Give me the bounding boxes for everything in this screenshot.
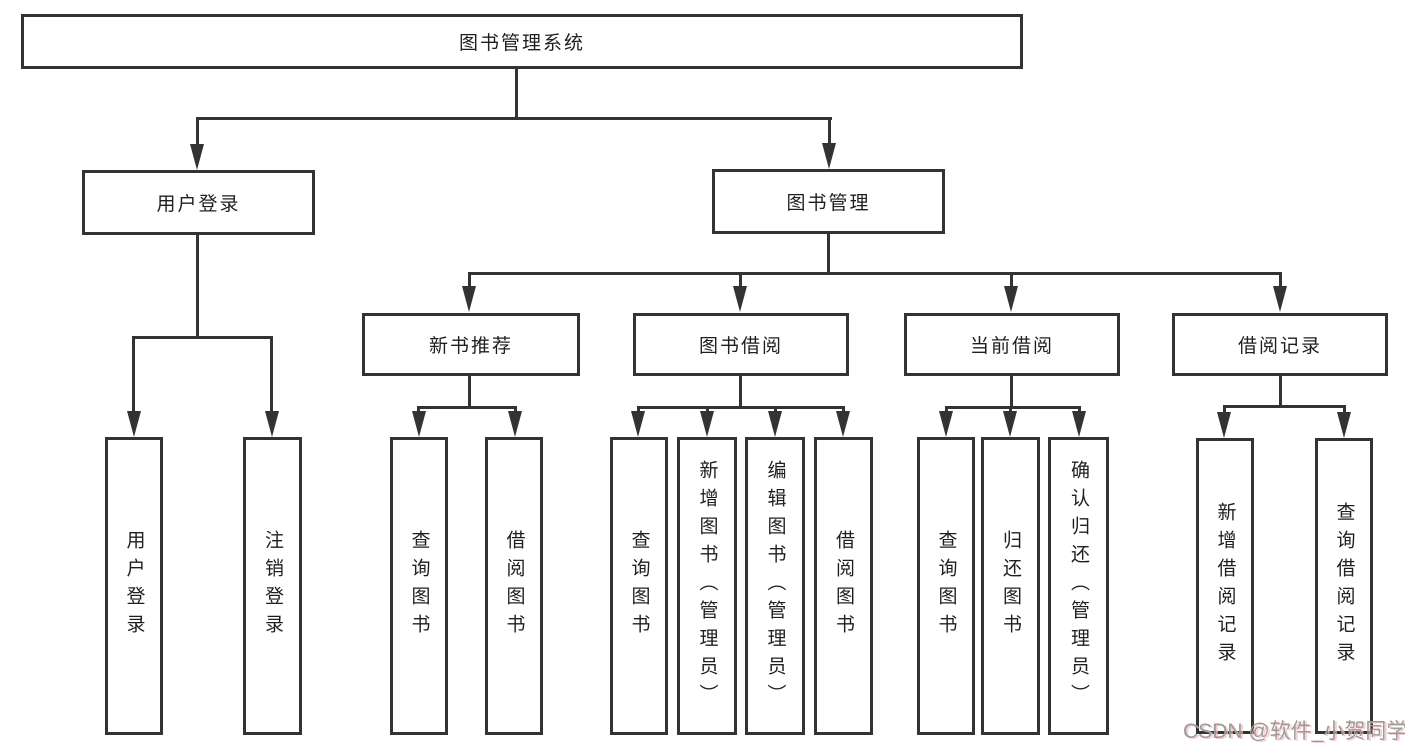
arrowhead-icon <box>462 286 476 312</box>
arrowhead-icon <box>412 411 426 437</box>
leaf-label: 用户登录 <box>123 530 145 642</box>
node-label: 图书借阅 <box>698 336 783 357</box>
node-new-book-recommendation: 新书推荐 <box>362 313 580 376</box>
leaf-label: 查询图书 <box>628 530 650 642</box>
leaf-confirm-return-admin: 确认归还（管理员） <box>1048 437 1109 735</box>
arrowhead-icon <box>1003 411 1017 437</box>
connector-line <box>468 272 471 288</box>
connector-line <box>417 406 517 409</box>
node-borrowing-records: 借阅记录 <box>1172 313 1388 376</box>
arrowhead-icon <box>822 143 836 169</box>
node-label: 新书推荐 <box>428 336 513 357</box>
leaf-label: 确认归还（管理员） <box>1068 460 1089 712</box>
leaf-query-books-recommend: 查询图书 <box>390 437 448 735</box>
node-label: 借阅记录 <box>1237 336 1322 357</box>
connector-line <box>196 117 199 147</box>
leaf-label: 借阅图书 <box>503 530 525 642</box>
leaf-label: 借阅图书 <box>833 530 854 642</box>
arrowhead-icon <box>127 411 141 437</box>
leaf-label: 归还图书 <box>1000 530 1021 642</box>
arrowhead-icon <box>265 411 279 437</box>
connector-line <box>945 406 1081 409</box>
leaf-query-books-current: 查询图书 <box>917 437 975 735</box>
leaf-logout: 注销登录 <box>243 437 302 735</box>
watermark: CSDN @软件_小贺同学 <box>1183 720 1405 743</box>
leaf-borrow-books-recommend: 借阅图书 <box>485 437 543 735</box>
connector-line <box>270 336 273 416</box>
connector-line <box>1010 376 1013 409</box>
connector-line <box>828 117 831 147</box>
arrowhead-icon <box>631 411 645 437</box>
leaf-label: 查询图书 <box>408 530 430 642</box>
connector-line <box>132 336 135 416</box>
arrowhead-icon <box>1004 286 1018 312</box>
arrowhead-icon <box>733 286 747 312</box>
node-book-borrowing: 图书借阅 <box>633 313 849 376</box>
connector-line <box>739 376 742 409</box>
connector-line <box>1223 405 1346 408</box>
arrowhead-icon <box>1072 411 1086 437</box>
node-label: 当前借阅 <box>969 336 1054 357</box>
connector-line <box>827 234 830 275</box>
leaf-add-book-admin: 新增图书（管理员） <box>677 437 737 735</box>
connector-line <box>468 376 471 409</box>
connector-line <box>1223 405 1226 416</box>
leaf-label: 查询图书 <box>935 530 957 642</box>
node-label: 用户登录 <box>156 194 241 215</box>
node-book-management: 图书管理 <box>712 169 945 234</box>
leaf-label: 查询借阅记录 <box>1333 502 1355 670</box>
leaf-return-books: 归还图书 <box>981 437 1040 735</box>
connector-line <box>468 272 1282 275</box>
arrowhead-icon <box>1337 412 1351 438</box>
connector-line <box>1279 376 1282 408</box>
leaf-query-books-borrow: 查询图书 <box>610 437 668 735</box>
arrowhead-icon <box>1217 412 1231 438</box>
leaf-add-borrow-record: 新增借阅记录 <box>1196 438 1254 734</box>
arrowhead-icon <box>836 411 850 437</box>
node-library-management-system: 图书管理系统 <box>21 14 1023 69</box>
arrowhead-icon <box>1273 286 1287 312</box>
leaf-label: 编辑图书（管理员） <box>764 460 786 712</box>
connector-line <box>196 235 199 339</box>
connector-line <box>132 336 273 339</box>
leaf-query-borrow-record: 查询借阅记录 <box>1315 438 1373 734</box>
connector-line <box>1010 272 1013 288</box>
connector-line <box>1343 405 1346 416</box>
arrowhead-icon <box>700 411 714 437</box>
leaf-label: 新增图书（管理员） <box>696 460 718 712</box>
arrowhead-icon <box>508 411 522 437</box>
arrowhead-icon <box>939 411 953 437</box>
connector-line <box>1279 272 1282 288</box>
leaf-user-login: 用户登录 <box>105 437 163 735</box>
node-label: 图书管理 <box>786 193 871 214</box>
leaf-label: 新增借阅记录 <box>1214 502 1236 670</box>
leaf-borrow-books: 借阅图书 <box>814 437 873 735</box>
leaf-edit-book-admin: 编辑图书（管理员） <box>745 437 805 735</box>
arrowhead-icon <box>190 144 204 170</box>
connector-line <box>196 117 832 120</box>
node-current-borrowing: 当前借阅 <box>904 313 1120 376</box>
arrowhead-icon <box>768 411 782 437</box>
connector-line <box>739 272 742 288</box>
node-user-login: 用户登录 <box>82 170 315 235</box>
leaf-label: 注销登录 <box>262 530 283 642</box>
connector-line <box>515 68 518 120</box>
node-label: 图书管理系统 <box>458 33 585 54</box>
connector-line <box>637 406 845 409</box>
